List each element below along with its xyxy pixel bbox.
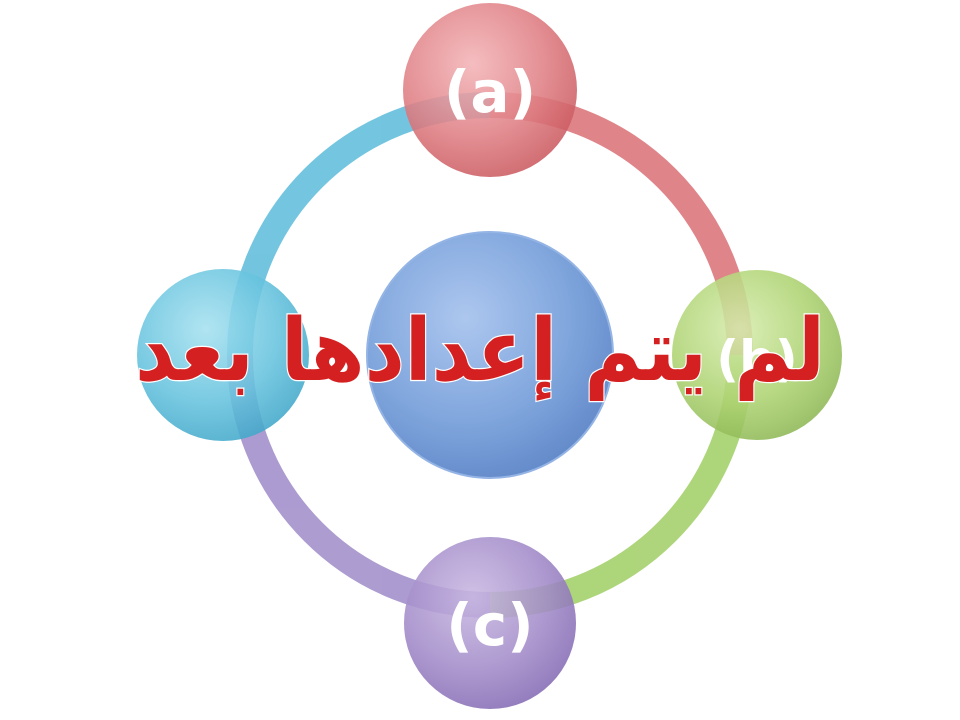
node-top-label: (a)	[444, 58, 536, 126]
node-bottom-label: (c)	[446, 591, 533, 659]
node-top: (a)	[403, 3, 577, 177]
node-right: (b)	[672, 270, 842, 440]
center-node	[366, 231, 614, 479]
overlay-text: لم يتم إعدادها بعد	[135, 301, 825, 402]
node-left	[137, 269, 309, 441]
node-bottom: (c)	[404, 537, 576, 709]
node-right-label: (b)	[716, 330, 798, 388]
